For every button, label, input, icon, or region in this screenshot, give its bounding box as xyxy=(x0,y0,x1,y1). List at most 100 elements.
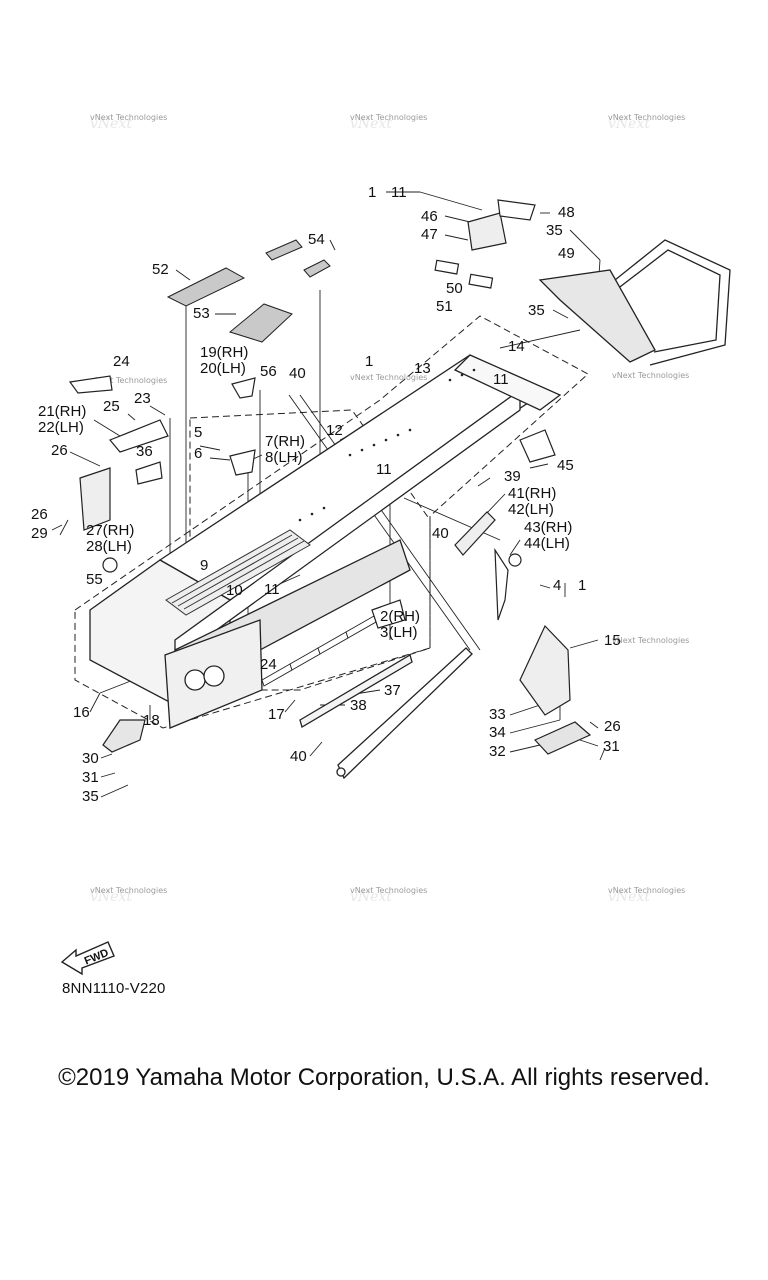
callout-number: 30 xyxy=(82,750,99,767)
callout-number: 43(RH) xyxy=(524,519,572,536)
part-code: 8NN1110-V220 xyxy=(62,980,166,997)
watermark-layer: vNext vNext Technologies vNext vNext Tec… xyxy=(90,113,689,905)
callout-number: 18 xyxy=(143,712,160,729)
callout-number: 39 xyxy=(504,468,521,485)
parts-diagram: vNext vNext Technologies vNext vNext Tec… xyxy=(31,113,731,976)
callout-number: 9 xyxy=(200,557,208,574)
callout-number: 48 xyxy=(558,204,575,221)
callout-number: 53 xyxy=(193,305,210,322)
callout-number: 11 xyxy=(264,581,280,598)
callout-number: 15 xyxy=(604,632,621,649)
foot-pads xyxy=(166,239,331,343)
svg-text:vNext Technologies: vNext Technologies xyxy=(608,113,685,122)
callout-number: 55 xyxy=(86,571,103,588)
heat-exchanger xyxy=(165,529,311,616)
fwd-label: FWD xyxy=(83,947,111,968)
rear-bracket xyxy=(434,199,536,289)
watermark: vNext vNext Technologies xyxy=(90,113,167,132)
watermark: vNext Technologies xyxy=(612,636,689,645)
callout-number: 22(LH) xyxy=(38,419,84,436)
watermark: vNext vNext Technologies xyxy=(350,886,427,905)
watermark: vNext Technologies xyxy=(350,373,427,382)
svg-text:vNext Technologies: vNext Technologies xyxy=(90,886,167,895)
callout-number: 40 xyxy=(289,365,306,382)
watermark: vNext vNext Technologies xyxy=(350,113,427,132)
callout-number: 54 xyxy=(308,231,325,248)
callout-number: 13 xyxy=(414,360,431,377)
callout-number: 49 xyxy=(558,245,575,262)
callout-number: 40 xyxy=(290,748,307,765)
callout-number: 16 xyxy=(73,704,90,721)
svg-text:vNext: vNext xyxy=(350,889,392,905)
callout-number: 21(RH) xyxy=(38,403,86,420)
callout-number: 44(LH) xyxy=(524,535,570,552)
svg-text:vNext: vNext xyxy=(608,889,650,905)
callout-number: 47 xyxy=(421,226,438,243)
callout-number: 32 xyxy=(489,743,506,760)
callout-number: 17 xyxy=(268,706,285,723)
svg-text:vNext: vNext xyxy=(90,116,132,132)
callout-number: 1 xyxy=(368,184,376,201)
callout-number: 35 xyxy=(528,302,545,319)
svg-text:vNext Technologies: vNext Technologies xyxy=(350,113,427,122)
callout-number: 36 xyxy=(136,443,153,460)
front-panel xyxy=(102,719,146,753)
callout-number: 35 xyxy=(546,222,563,239)
callout-number: 11 xyxy=(391,184,407,201)
svg-text:vNext Technologies: vNext Technologies xyxy=(612,636,689,645)
callout-number: 14 xyxy=(508,338,525,355)
callout-number: 1 xyxy=(578,577,586,594)
svg-text:vNext Technologies: vNext Technologies xyxy=(90,113,167,122)
callout-number: 4 xyxy=(553,577,561,594)
callout-number: 3(LH) xyxy=(380,624,418,641)
callout-number: 12 xyxy=(326,422,343,439)
svg-text:vNext Technologies: vNext Technologies xyxy=(90,376,167,385)
callout-number: 35 xyxy=(82,788,99,805)
callout-number: 7(RH) xyxy=(265,433,305,450)
tunnel-chassis xyxy=(89,354,562,729)
right-components xyxy=(371,429,556,629)
callout-number: 23 xyxy=(134,390,151,407)
callout-number: 26 xyxy=(51,442,68,459)
watermark: vNext Technologies xyxy=(612,371,689,380)
callout-number: 37 xyxy=(384,682,401,699)
fwd-arrow: FWD xyxy=(60,941,115,976)
callout-number: 10 xyxy=(226,582,243,599)
svg-text:vNext: vNext xyxy=(350,116,392,132)
callout-number: 34 xyxy=(489,724,506,741)
callout-number: 28(LH) xyxy=(86,538,132,555)
callout-number: 42(LH) xyxy=(508,501,554,518)
watermark: vNext vNext Technologies xyxy=(608,113,685,132)
callout-number: 51 xyxy=(436,298,453,315)
callout-number: 38 xyxy=(350,697,367,714)
callout-number: 31 xyxy=(603,738,620,755)
rivet-pattern xyxy=(298,368,476,522)
callout-number: 19(RH) xyxy=(200,344,248,361)
svg-text:vNext: vNext xyxy=(90,889,132,905)
watermark: vNext vNext Technologies xyxy=(608,886,685,905)
callout-number: 11 xyxy=(376,461,392,478)
callout-number: 2(RH) xyxy=(380,608,420,625)
callout-number: 29 xyxy=(31,525,48,542)
callout-number: 27(RH) xyxy=(86,522,134,539)
callout-number: 1 xyxy=(365,353,373,370)
callout-number: 45 xyxy=(557,457,574,474)
svg-text:vNext Technologies: vNext Technologies xyxy=(350,886,427,895)
callout-number: 56 xyxy=(260,363,277,380)
callout-number: 31 xyxy=(82,769,99,786)
watermark: vNext vNext Technologies xyxy=(90,886,167,905)
callout-number: 46 xyxy=(421,208,438,225)
callout-number: 50 xyxy=(446,280,463,297)
svg-text:vNext Technologies: vNext Technologies xyxy=(350,373,427,382)
callout-number: 5 xyxy=(194,424,202,441)
grab-bar xyxy=(299,647,473,780)
footrest-assembly xyxy=(519,624,592,755)
callout-number: 11 xyxy=(493,371,509,388)
callout-number: 8(LH) xyxy=(265,449,303,466)
callout-number: 41(RH) xyxy=(508,485,556,502)
callout-number: 25 xyxy=(103,398,120,415)
callout-number: 26 xyxy=(604,718,621,735)
svg-text:vNext Technologies: vNext Technologies xyxy=(612,371,689,380)
copyright-notice: ©2019 Yamaha Motor Corporation, U.S.A. A… xyxy=(58,1064,710,1091)
